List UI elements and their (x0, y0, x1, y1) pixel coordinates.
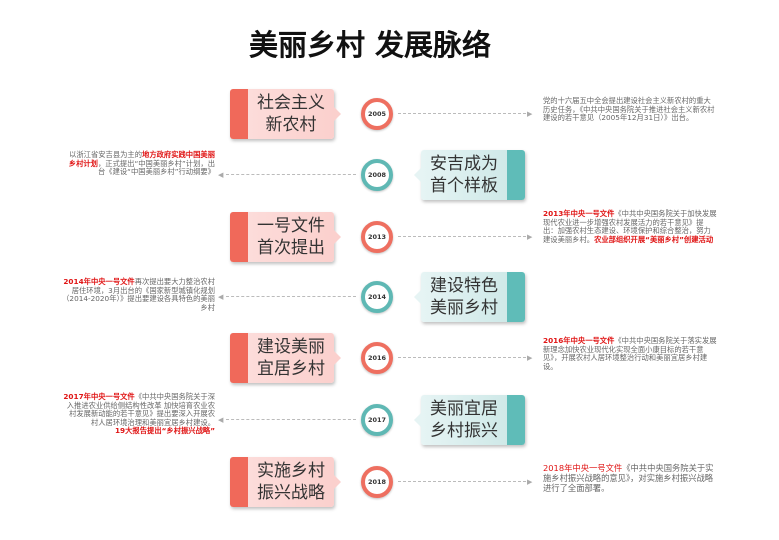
description-text: ，正式提出“中国美丽乡村”计划，出台《建设“中国美丽乡村”行动纲要》 (97, 158, 215, 177)
description-text: 以浙江省安吉县为主的 (69, 150, 143, 159)
year-label: 2008 (367, 171, 387, 179)
timeline-row-2014: 建设特色 美丽乡村 ◀ 2014 2014年中央一号文件再次提出要大力整治农村居… (0, 266, 779, 328)
page-title: 美丽乡村 发展脉络 (248, 28, 492, 62)
description-text: 《中共中央国务院关于实施乡村振兴战略的意见》，对实施乡村振兴战略进行了全面部署。 (543, 463, 714, 493)
milestone-label: 安吉成为 首个样板 (414, 150, 525, 200)
description-text: 《中共中央国务院关于落实发展新理念加快农业现代化实现全面小康目标的若干意见》，开… (543, 336, 717, 371)
year-label: 2017 (367, 416, 387, 424)
highlight-text: 地方政府实践中国美丽乡村计划 (68, 150, 215, 168)
highlight-text: 2017年中央一号文件 (63, 392, 135, 401)
year-circle: 2018 (361, 466, 393, 498)
arrow-left-icon: ◀ (218, 293, 224, 301)
timeline-row-2016: 建设美丽 宜居乡村 ▶ 2016 2016年中央一号文件《中共中央国务院关于落实… (0, 327, 779, 389)
milestone-description: 党的十六届五中全会提出建设社会主义新农村的重大历史任务，《中共中央国务院关于推进… (543, 96, 718, 123)
arrow-right-icon: ▶ (527, 110, 533, 118)
timeline-row-2005: 社会主义 新农村 ▶ 2005 党的十六届五中全会提出建设社会主义新农村的重大历… (0, 83, 779, 145)
connector-line (398, 357, 526, 358)
timeline-row-2008: 安吉成为 首个样板 ◀ 2008 以浙江省安吉县为主的地方政府实践中国美丽乡村计… (0, 144, 779, 206)
arrow-right-icon: ▶ (527, 354, 533, 362)
year-label: 2014 (367, 293, 387, 301)
highlight-text: 农业部组织开展“美丽乡村”创建活动 (594, 234, 714, 244)
arrow-right-icon: ▶ (527, 233, 533, 241)
milestone-label: 建设美丽 宜居乡村 (230, 333, 341, 383)
year-circle: 2008 (361, 159, 393, 191)
milestone-description: 2017年中央一号文件《中共中央国务院关于深入推进农业供给侧结构性改革 加快培育… (62, 392, 215, 436)
description-text: 再次提出要大力整治农村居住环境，3月出台的《国家新型城镇化规划（2014-202… (62, 277, 215, 312)
description-text: 党的十六届五中全会提出建设社会主义新农村的重大历史任务，《中共中央国务院关于推进… (543, 96, 715, 123)
milestone-label: 社会主义 新农村 (230, 89, 341, 139)
connector-line (226, 174, 356, 175)
connector-line (226, 296, 356, 297)
year-circle: 2017 (361, 404, 393, 436)
milestone-label: 美丽宜居 乡村振兴 (414, 395, 525, 445)
milestone-description: 2018年中央一号文件《中共中央国务院关于实施乡村振兴战略的意见》，对实施乡村振… (543, 463, 718, 493)
year-circle: 2005 (361, 98, 393, 130)
connector-line (398, 236, 526, 237)
arrow-left-icon: ◀ (218, 416, 224, 424)
arrow-left-icon: ◀ (218, 171, 224, 179)
timeline-row-2018: 实施乡村 振兴战略 ▶ 2018 2018年中央一号文件《中共中央国务院关于实施… (0, 451, 779, 513)
connector-line (398, 113, 526, 114)
milestone-description: 2016年中央一号文件《中共中央国务院关于落实发展新理念加快农业现代化实现全面小… (543, 336, 718, 371)
highlight-text: 2018年中央一号文件 (543, 463, 623, 473)
milestone-label: 建设特色 美丽乡村 (414, 272, 525, 322)
highlight-text: 2016年中央一号文件 (543, 336, 615, 345)
milestone-description: 2013年中央一号文件《中共中央国务院关于加快发展现代农业进一步增强农村发展活力… (543, 209, 718, 244)
year-label: 2005 (367, 110, 387, 118)
year-label: 2013 (367, 233, 387, 241)
milestone-label: 一号文件 首次提出 (230, 212, 341, 262)
milestone-label: 实施乡村 振兴战略 (230, 457, 341, 507)
milestone-description: 2014年中央一号文件再次提出要大力整治农村居住环境，3月出台的《国家新型城镇化… (62, 277, 215, 312)
connector-line (226, 419, 356, 420)
milestone-description: 以浙江省安吉县为主的地方政府实践中国美丽乡村计划，正式提出“中国美丽乡村”计划，… (62, 150, 215, 177)
timeline-row-2017: 美丽宜居 乡村振兴 ◀ 2017 2017年中央一号文件《中共中央国务院关于深入… (0, 389, 779, 451)
arrow-right-icon: ▶ (527, 478, 533, 486)
highlight-text: 19大报告提出“乡村振兴战略” (114, 426, 215, 436)
connector-line (398, 481, 526, 482)
year-label: 2018 (367, 478, 387, 486)
year-circle: 2013 (361, 221, 393, 253)
year-circle: 2016 (361, 342, 393, 374)
highlight-text: 2013年中央一号文件 (543, 209, 615, 218)
year-label: 2016 (367, 354, 387, 362)
highlight-text: 2014年中央一号文件 (63, 277, 135, 286)
timeline-row-2013: 一号文件 首次提出 ▶ 2013 2013年中央一号文件《中共中央国务院关于加快… (0, 206, 779, 268)
description-text: 《中共中央国务院关于深入推进农业供给侧结构性改革 加快培育农业农村发展新动能的若… (66, 392, 215, 427)
description-text: 《中共中央国务院关于加快发展现代农业进一步增强农村发展活力的若干意见》提出：加强… (543, 209, 717, 244)
year-circle: 2014 (361, 281, 393, 313)
